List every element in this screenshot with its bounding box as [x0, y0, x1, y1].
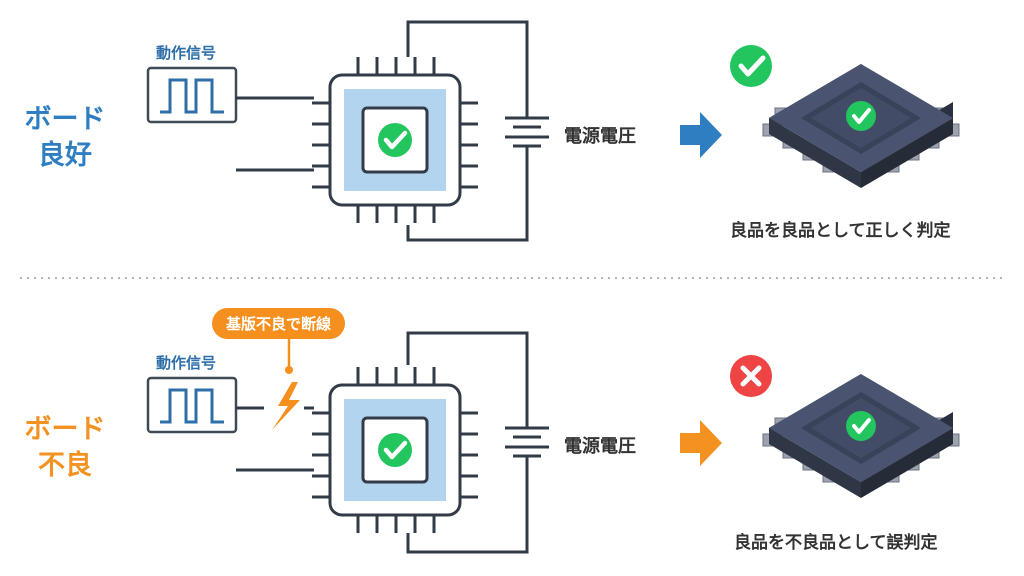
fault-pointer-dot [285, 366, 293, 374]
check-circle-icon [730, 45, 772, 87]
bad-circuit [146, 331, 961, 554]
signal-box [146, 66, 238, 124]
bad-board-label-line2: 不良 [38, 450, 92, 481]
arrow-right-icon [680, 112, 722, 158]
bad-result-label: 良品を不良品として誤判定 [734, 533, 938, 553]
good-power-label: 電源電圧 [564, 126, 636, 147]
good-result-label: 良品を良品として正しく判定 [730, 221, 951, 241]
bad-board-label: ボード 不良 [10, 412, 120, 484]
lightning-icon [272, 382, 300, 430]
bad-board-label-line1: ボード [24, 414, 106, 445]
circuit-chip-icon [312, 367, 478, 533]
battery-icon [505, 116, 549, 148]
good-board-label: ボード 良好 [10, 102, 120, 174]
good-board-label-line2: 良好 [38, 140, 92, 171]
arrow-right-icon [680, 420, 722, 466]
packaged-chip-icon [761, 372, 961, 500]
good-board-label-line1: ボード [24, 104, 106, 135]
circuit-chip-icon [312, 57, 478, 223]
good-signal-label: 動作信号 [156, 44, 217, 62]
signal-box [146, 376, 238, 434]
cross-circle-icon [730, 355, 772, 397]
fault-tag: 基版不良で断線 [212, 308, 346, 339]
bad-signal-label: 動作信号 [156, 354, 217, 372]
pulse-wave-icon [160, 78, 224, 114]
packaged-chip-icon [761, 62, 961, 190]
battery-icon [505, 426, 549, 458]
bad-power-label: 電源電圧 [564, 436, 636, 457]
pulse-wave-icon [160, 388, 224, 424]
good-circuit [146, 20, 961, 242]
